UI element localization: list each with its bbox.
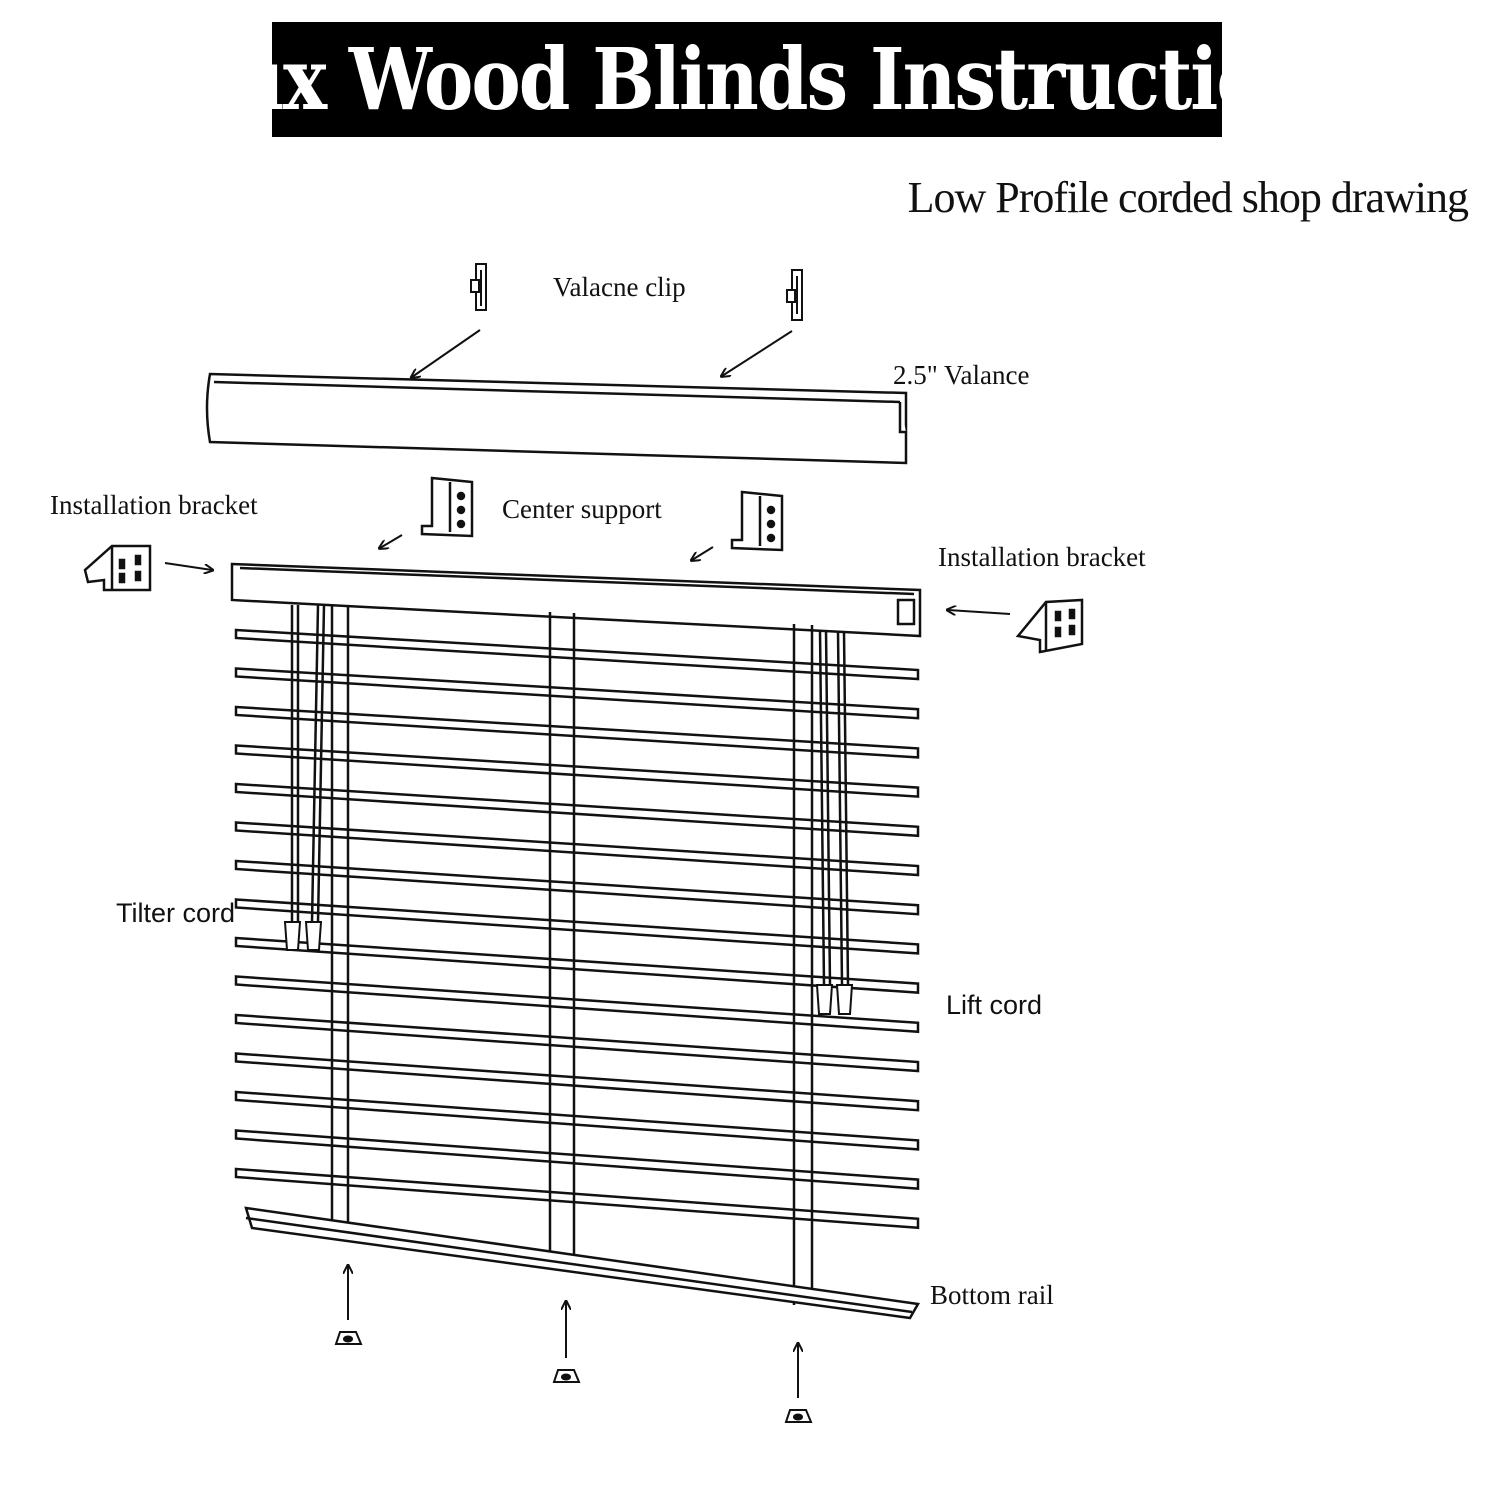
- slat: [234, 782, 920, 838]
- slat: [234, 936, 920, 994]
- slat: [234, 1129, 920, 1190]
- label-lift-cord: Lift cord: [946, 990, 1043, 1020]
- ladders: [330, 605, 814, 1305]
- label-tilter-cord: Tilter cord: [116, 898, 236, 928]
- center-support-left-icon: [420, 476, 474, 538]
- arrow-center-right: [692, 546, 714, 560]
- slat: [234, 1013, 920, 1073]
- label-bottom-rail: Bottom rail: [930, 1280, 1054, 1310]
- slat: [234, 705, 920, 759]
- arrow-center-left: [380, 534, 403, 548]
- valance-clip-right-icon: [786, 269, 803, 321]
- title-banner: Faux Wood Blinds Instructions: [139, 22, 1357, 137]
- slat: [234, 667, 920, 720]
- slats: [234, 628, 920, 1230]
- lift-cord-tassels-icon: [815, 984, 854, 1015]
- label-center-support: Center support: [502, 494, 662, 524]
- valance-clip-left-icon: [470, 263, 487, 311]
- arrow-bracket-left: [164, 562, 212, 570]
- installation-bracket-right-icon: [1015, 598, 1084, 654]
- bottom-rail: [244, 1206, 920, 1320]
- arrow-bracket-right: [948, 610, 1011, 614]
- hold-down-bracket-3-icon: [784, 1409, 813, 1423]
- arrow-clip-left: [412, 329, 481, 377]
- arrow-clip-right: [722, 330, 793, 376]
- slat: [234, 975, 920, 1034]
- hold-down-bracket-2-icon: [552, 1369, 581, 1383]
- page-title: Faux Wood Blinds Instructions: [138, 30, 1357, 129]
- slat: [234, 628, 920, 681]
- page-subtitle: Low Profile corded shop drawing: [907, 173, 1469, 222]
- tilter-cord: [290, 604, 326, 923]
- hold-down-bracket-1-icon: [334, 1331, 363, 1345]
- head-rail: [230, 562, 922, 638]
- valance: [205, 372, 908, 465]
- slat: [234, 1052, 920, 1112]
- label-valance: 2.5" Valance: [893, 360, 1030, 390]
- installation-bracket-left-icon: [83, 544, 152, 592]
- label-installation-bracket-right: Installation bracket: [938, 542, 1146, 572]
- label-valance-clip: Valacne clip: [553, 272, 686, 302]
- lift-cord: [818, 629, 850, 986]
- slat: [234, 859, 920, 916]
- slat: [234, 1167, 920, 1230]
- slat: [234, 1090, 920, 1151]
- slat: [234, 744, 920, 798]
- slat: [234, 898, 920, 955]
- center-support-right-icon: [730, 490, 784, 552]
- tilter-cord-tassels-icon: [283, 921, 323, 951]
- label-installation-bracket-left: Installation bracket: [50, 490, 258, 520]
- slat: [234, 821, 920, 877]
